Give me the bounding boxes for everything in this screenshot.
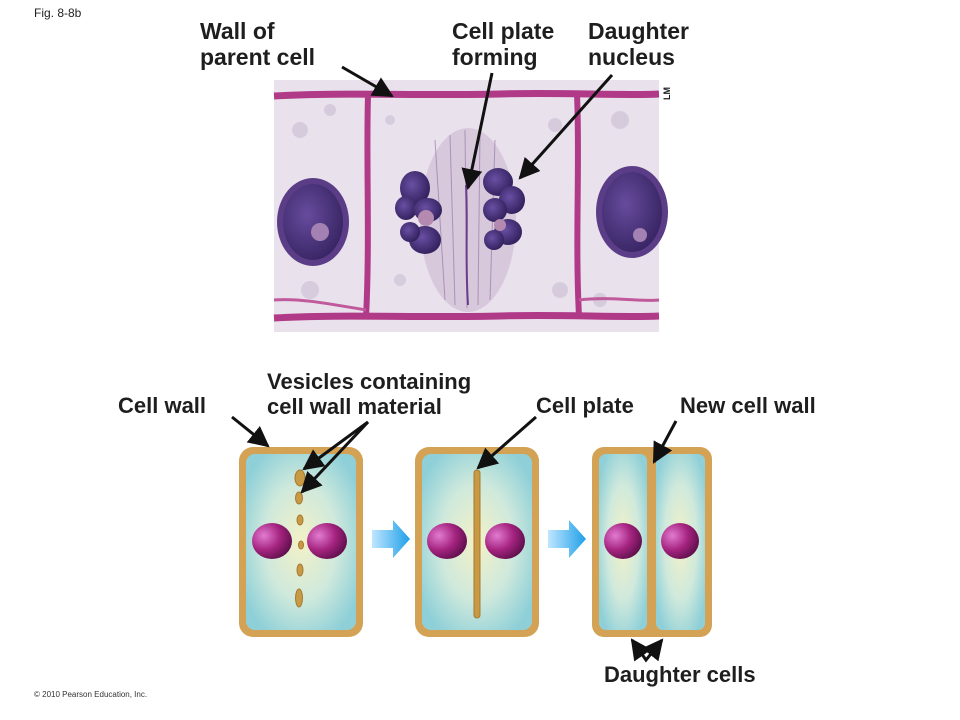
label-vesicles: Vesicles containing cell wall material (267, 369, 471, 419)
nucleus (661, 523, 699, 559)
label-cell-plate: Cell plate (536, 393, 634, 418)
wall-of-parent-cell-arrow (341, 65, 394, 98)
label-line: Vesicles containing (267, 369, 472, 394)
label-daughter-nucleus: Daughter nucleus (588, 18, 689, 70)
new-cell-wall-arrow (652, 420, 678, 464)
cell-stage-2 (415, 447, 539, 637)
label-line: forming (452, 44, 538, 70)
label-line: Wall of (200, 18, 275, 44)
nucleus (252, 523, 292, 559)
label-wall-of-parent-cell: Wall of parent cell (200, 18, 315, 70)
label-line: parent cell (200, 44, 316, 70)
label-cell-plate-forming: Cell plate forming (452, 18, 554, 70)
label-line: nucleus (588, 44, 675, 70)
cell-wall-arrow (231, 415, 270, 448)
label-new-cell-wall: New cell wall (680, 393, 816, 418)
cell-plate-forming-arrow (461, 72, 494, 191)
vesicles (294, 469, 306, 608)
figure-label: Fig. 8-8b (34, 6, 82, 20)
label-daughter-cells: Daughter cells (604, 662, 756, 687)
process-arrow (548, 520, 586, 558)
vesicles-arrow (300, 420, 370, 494)
cell-plate (473, 469, 481, 619)
nucleus (427, 523, 467, 559)
label-cell-wall: Cell wall (118, 393, 207, 418)
copyright: © 2010 Pearson Education, Inc. (34, 690, 148, 699)
label-line: Cell plate (452, 18, 555, 44)
nucleus (307, 523, 347, 559)
cell-plate-arrow (476, 415, 537, 470)
lm-scale-label: LM (662, 87, 672, 100)
label-line: cell wall material (267, 394, 442, 419)
vesicles-arrow (302, 420, 369, 471)
cell-stage-3 (592, 447, 712, 637)
process-arrow (372, 520, 410, 558)
cell-stage-1 (239, 447, 363, 637)
daughter-cells-arrow (630, 638, 664, 663)
daughter-nucleus-arrow (518, 74, 614, 180)
nucleus (485, 523, 525, 559)
micrograph (273, 80, 668, 332)
label-line: Daughter (588, 18, 689, 44)
nucleus (604, 523, 642, 559)
